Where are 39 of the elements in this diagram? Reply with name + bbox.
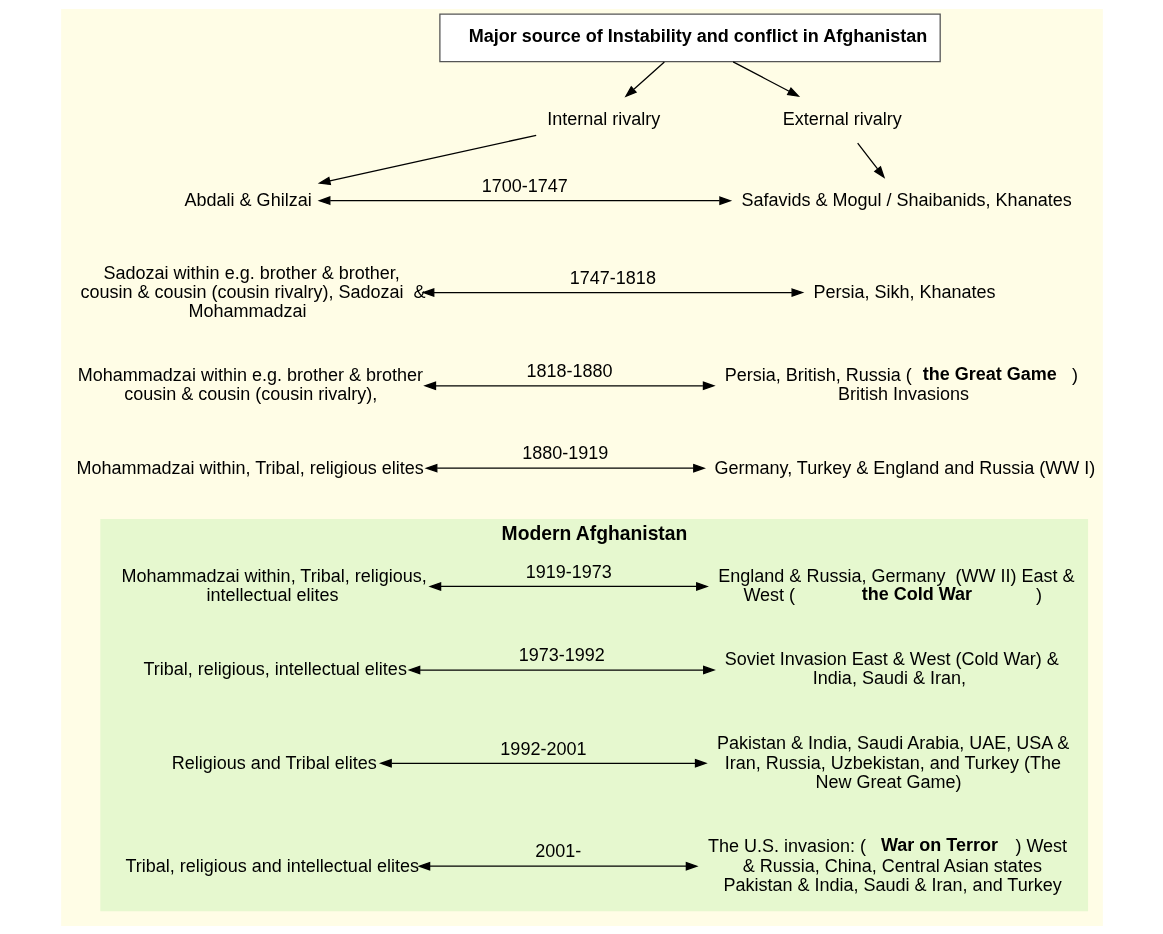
node-text: Persia, Sikh, Khanates (813, 281, 996, 302)
arrow (406, 665, 716, 675)
arrow (422, 380, 716, 390)
arrow (427, 581, 709, 591)
arrow (424, 463, 706, 473)
edge-label: 1747-1818 (569, 267, 656, 288)
node-box: Major source of Instability and conflict in Afghanistan (438, 13, 941, 62)
arrow (856, 142, 885, 179)
node-text: Pakistan & India, Saudi Arabia, UAE, USA & Iran, Russia, Uzbekistan, and Turkey (The New Great Game) (716, 732, 1069, 792)
edge-label: 1919-1973 (525, 561, 612, 582)
edge-label: 1700-1747 (481, 175, 568, 196)
node-text: Soviet Invasion East & West (Cold War) & India, Saudi & Iran, (724, 648, 1059, 688)
edge-label: 2001- (534, 840, 581, 861)
node-text: Germany, Turkey & England and Russia (WW I) (713, 457, 1095, 478)
node-text: The U.S. invasion: (War on Terror) West & Russia, China, Central Asian states Pakistan & India, Saudi & Iran, and Turkey (707, 834, 1067, 895)
edge-label: 1973-1992 (518, 644, 605, 665)
edge-label: 1880-1919 (521, 442, 608, 463)
node-text: Tribal, religious, intellectual elites (142, 658, 407, 679)
edge-label: 1992-2001 (499, 738, 586, 759)
arrow (416, 861, 699, 871)
node-text: Internal rivalry (546, 108, 660, 129)
node-text: External rivalry (782, 108, 902, 129)
node-text: Mohammadzai within, Tribal, religious elites (76, 457, 424, 478)
node-text: Mohammadzai within, Tribal, religious, intellectual elites (121, 565, 427, 605)
arrow (732, 60, 800, 97)
arrow (378, 758, 708, 768)
node-text: Safavids & Mogul / Shaibanids, Khanates (740, 189, 1072, 210)
node-text: Religious and Tribal elites (171, 752, 377, 773)
node-text: Mohammadzai within e.g. brother & brother cousin & cousin (cousin rivalry), (77, 364, 423, 404)
node-text: Sadozai within e.g. brother & brother, cousin & cousin (cousin rivalry), Sadozai & Mohammadzai (79, 262, 426, 321)
arrow (624, 60, 665, 98)
node-text: Tribal, religious and intellectual elites (124, 855, 419, 876)
edge-label: 1818-1880 (525, 360, 613, 381)
arrow (317, 134, 537, 185)
node-text: Abdali & Ghilzai (184, 189, 312, 210)
arrow (317, 195, 732, 205)
arrow (421, 287, 804, 297)
node-text: Persia, British, Russia (the Great Game) British Invasions (724, 363, 1078, 404)
node-text: England & Russia, Germany (WW II) East & West (the Cold War) (717, 565, 1074, 605)
